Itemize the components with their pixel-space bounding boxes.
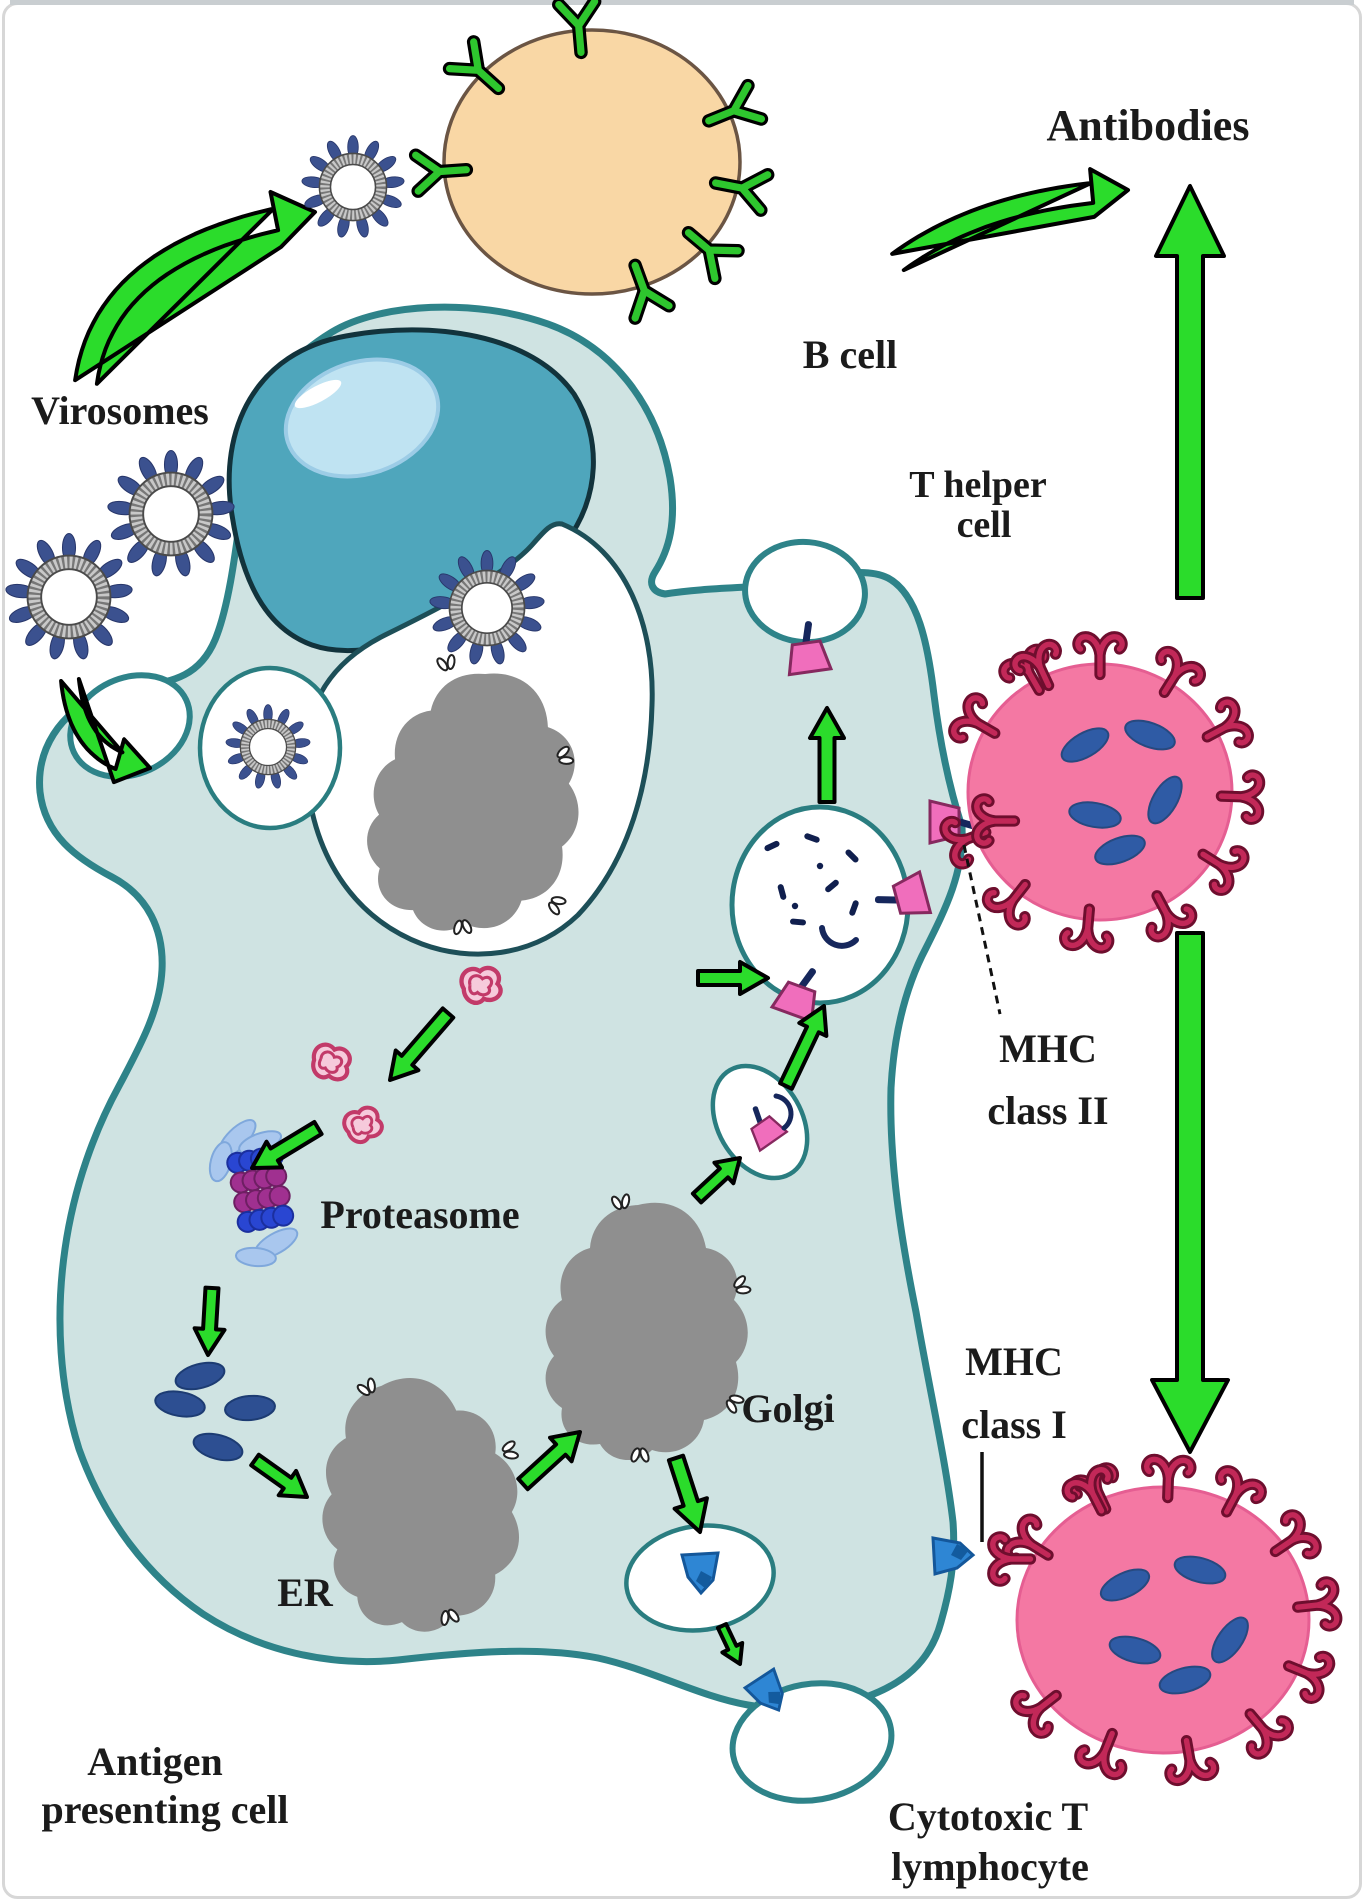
peptide-bits	[764, 833, 859, 949]
virosomes-label: Virosomes	[31, 388, 209, 433]
arrow-t-helper-to-ctl	[1150, 931, 1230, 1454]
mhc2-pointer-line	[962, 844, 1002, 1015]
ctl-label-line1: Cytotoxic T	[888, 1794, 1089, 1839]
endosome-with-virosome	[197, 665, 343, 831]
arrow-peptide-into-miic	[696, 960, 770, 996]
mhc-class1-label-line2: class I	[961, 1402, 1067, 1447]
arrow-t-helper-to-antibodies	[1154, 184, 1226, 600]
arrow-vesicle-to-miic	[778, 1004, 829, 1091]
mhc-class2-label-line1: MHC	[999, 1026, 1097, 1071]
t-helper-label-line2: cell	[957, 504, 1012, 546]
t-helper-label-line1: T helper	[909, 464, 1047, 506]
b-cell	[416, 2, 768, 319]
arrow-golgi-to-mhc1-vesicle	[666, 1453, 709, 1534]
arrow-to-proteasome	[250, 1120, 324, 1170]
arrow-mhc1-vesicle-to-membrane	[715, 1622, 745, 1666]
arrow-golgi-to-mhc2-vesicle	[690, 1156, 742, 1205]
arrow-er-to-golgi	[516, 1430, 582, 1492]
antigen-protein-icon	[461, 968, 500, 1003]
mhc2-transport-vesicle	[710, 1063, 810, 1181]
arrow-miic-to-membrane	[808, 706, 846, 804]
proteasome-ring-subunit	[272, 1204, 295, 1227]
mhc2-surface-notch	[742, 538, 868, 646]
arrow-virosome-uptake	[59, 677, 152, 785]
apc-label-line1: Antigen	[87, 1739, 223, 1784]
er-label: ER	[277, 1570, 334, 1615]
ctl-label-line2: lymphocyte	[891, 1844, 1089, 1889]
t-helper-cell	[943, 637, 1260, 949]
antibodies-label: Antibodies	[1047, 101, 1250, 150]
b-cell-label: B cell	[803, 332, 897, 377]
arrow-virosomes-to-bcell	[73, 190, 317, 386]
frame-top-edge	[10, 0, 1354, 5]
proteasome-label: Proteasome	[320, 1192, 519, 1237]
mhc1-surface-notch	[729, 1680, 895, 1804]
arrow-proteasome-to-peptides	[192, 1285, 227, 1357]
arrow-peptides-to-er	[249, 1452, 309, 1499]
arrow-protein-release	[388, 1006, 456, 1082]
apc-label-line2: presenting cell	[41, 1787, 288, 1832]
nucleolus-highlight	[294, 379, 342, 409]
cytotoxic-t-lymphocyte	[1004, 1459, 1337, 1781]
phagosome-vacuole	[303, 521, 655, 957]
mhc-class2-label-line2: class II	[987, 1088, 1108, 1133]
mhc-class1-label-line1: MHC	[965, 1339, 1063, 1384]
mhc2-loading-compartment	[729, 804, 932, 1023]
golgi-label: Golgi	[741, 1386, 834, 1431]
arrow-bcell-to-antibodies	[890, 167, 1130, 273]
